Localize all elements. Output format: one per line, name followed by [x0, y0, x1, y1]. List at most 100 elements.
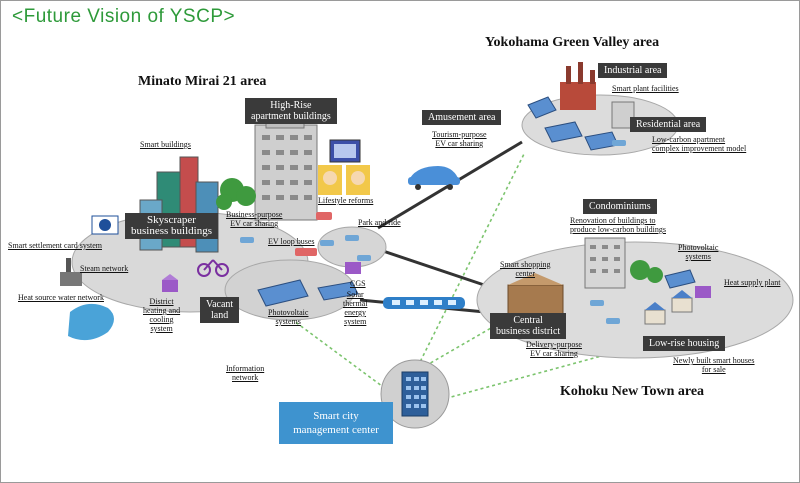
- label-information-network: Information network: [226, 364, 264, 382]
- label-highrise-apartments: High-Rise apartment buildings: [245, 98, 337, 124]
- vacant-line-2: land: [211, 310, 229, 321]
- renovation-line-1: Renovation of buildings to: [570, 216, 656, 225]
- condominium-icon: [584, 237, 626, 289]
- park-ride-hub: [317, 226, 387, 268]
- center-line-2: management center: [293, 424, 379, 436]
- label-tourism-ev: Tourism-purpose EV car sharing: [432, 130, 487, 148]
- shopping-center-icon: [507, 273, 564, 316]
- label-vacant-land: Vacant land: [200, 297, 240, 323]
- houses-icon: [644, 290, 693, 325]
- label-amusement-area: Amusement area: [422, 110, 502, 125]
- area-title-minato: Minato Mirai 21 area: [138, 74, 267, 89]
- pv-minato-line-1: Photovoltaic: [268, 308, 309, 317]
- cars-kohoku-icon: [590, 300, 620, 324]
- label-residential-area: Residential area: [630, 117, 707, 132]
- label-park-and-ride: Park and ride: [358, 218, 401, 227]
- apartment-complex-icon: [611, 101, 635, 129]
- management-center-building-icon: [401, 371, 429, 417]
- district-line-1: District: [149, 297, 174, 306]
- industrial-plant-icon: [560, 62, 596, 110]
- water-network-icon: [68, 303, 114, 341]
- central-line-1: Central: [513, 315, 543, 326]
- label-central-business-district: Central business district: [490, 313, 567, 339]
- solar-panel-minato-icon: [257, 279, 359, 307]
- bicycle-icon: [197, 259, 229, 277]
- smart-houses-line-1: Newly built smart houses: [673, 356, 755, 365]
- label-smart-plant: Smart plant facilities: [612, 84, 679, 93]
- info-line-2: network: [232, 373, 259, 382]
- label-photovoltaic-minato: Photovoltaic systems: [268, 308, 308, 326]
- business-ev-line-2: EV car sharing: [230, 219, 279, 228]
- trees-kohoku-icon: [630, 260, 663, 283]
- area-title-yokohama: Yokohama Green Valley area: [485, 35, 660, 50]
- info-line-1: Information: [226, 364, 265, 373]
- label-smart-buildings: Smart buildings: [140, 140, 191, 149]
- label-lifestyle-reforms: Lifestyle reforms: [318, 196, 374, 205]
- delivery-line-1: Delivery-purpose: [526, 340, 582, 349]
- label-new-smart-houses: Newly built smart houses for sale: [673, 356, 755, 374]
- monitor-icon: [329, 139, 361, 163]
- solar-line-4: system: [344, 317, 367, 326]
- low-carbon-line-1: Low-carbon apartment: [652, 135, 726, 144]
- label-smart-settlement-card: Smart settlement card system: [8, 241, 102, 250]
- label-business-ev: Business-purpose EV car sharing: [226, 210, 282, 228]
- label-photovoltaic-kohoku: Photovoltaic systems: [678, 243, 718, 261]
- steam-plant-icon: [60, 258, 82, 286]
- people-icon: [318, 165, 370, 195]
- label-skyscraper-business: Skyscraper business buildings: [125, 213, 218, 239]
- solar-line-2: thermal: [343, 299, 368, 308]
- low-carbon-line-2: complex improvement model: [652, 144, 747, 153]
- label-district-heating: District heating and cooling system: [143, 297, 180, 333]
- area-title-kohoku: Kohoku New Town area: [560, 384, 705, 399]
- pv-kohoku-line-1: Photovoltaic: [678, 243, 719, 252]
- cgs-icon: [345, 262, 361, 274]
- train-icon: [383, 297, 465, 309]
- label-delivery-ev: Delivery-purpose EV car sharing: [526, 340, 582, 358]
- cars-minato-icon: [240, 235, 371, 261]
- label-heat-source-water: Heat source water network: [18, 293, 104, 302]
- highrise-apartment-icon: [254, 111, 318, 221]
- label-solar-thermal: Solar thermal energy system: [343, 290, 367, 326]
- district-line-3: cooling: [149, 315, 174, 324]
- central-line-2: business district: [496, 326, 561, 337]
- ev-bus-icon: [295, 212, 332, 256]
- tourism-line-1: Tourism-purpose: [432, 130, 487, 139]
- trees-icon: [216, 178, 256, 210]
- ev-car-icon: [408, 166, 460, 190]
- solar-line-3: energy: [344, 308, 367, 317]
- label-steam-network: Steam network: [80, 264, 129, 273]
- label-low-carbon-apartment: Low-carbon apartment complex improvement…: [652, 135, 746, 153]
- solar-panel-kohoku-icon: [664, 269, 696, 289]
- district-line-4: system: [150, 324, 173, 333]
- skyscraper-line-2: business buildings: [131, 225, 212, 237]
- solar-line-1: Solar: [346, 290, 364, 299]
- delivery-line-2: EV car sharing: [530, 349, 578, 358]
- renovation-line-2: produce low-carbon buildings: [570, 225, 666, 234]
- label-condominiums: Condominiums: [583, 199, 657, 214]
- cars-yokohama-icon: [612, 140, 626, 146]
- smart-houses-line-2: for sale: [701, 365, 726, 374]
- label-cgs: CGS: [350, 279, 366, 288]
- business-ev-line-1: Business-purpose: [226, 210, 283, 219]
- label-ev-loop-buses: EV loop buses: [268, 237, 315, 246]
- label-smart-shopping: Smart shopping center: [500, 260, 550, 278]
- smart-city-management-center: Smart city management center: [279, 402, 393, 444]
- skyscraper-line-1: Skyscraper: [147, 214, 196, 226]
- highrise-line-1: High-Rise: [270, 100, 312, 111]
- district-line-2: heating and: [143, 306, 181, 315]
- solar-panel-yokohama-icon: [527, 96, 619, 151]
- center-line-1: Smart city: [313, 410, 359, 422]
- label-low-rise-housing: Low-rise housing: [643, 336, 726, 351]
- label-heat-supply-plant: Heat supply plant: [724, 278, 781, 287]
- label-industrial-area: Industrial area: [598, 63, 668, 78]
- vacant-line-1: Vacant: [206, 299, 234, 310]
- page-title: <Future Vision of YSCP>: [12, 6, 236, 27]
- heat-supply-icon: [695, 286, 711, 298]
- label-renovation: Renovation of buildings to produce low-c…: [570, 216, 666, 234]
- pv-kohoku-line-2: systems: [685, 252, 711, 261]
- shopping-line-2: center: [515, 269, 535, 278]
- pv-minato-line-2: systems: [275, 317, 301, 326]
- district-heating-icon: [162, 274, 178, 292]
